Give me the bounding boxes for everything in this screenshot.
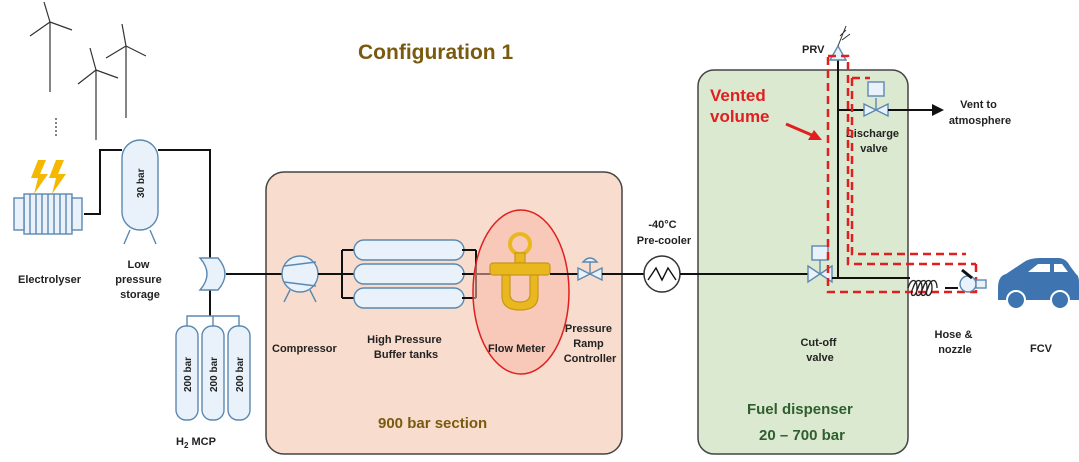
vented-volume-label: Vented volume — [710, 86, 770, 126]
discharge-valve-icon — [863, 81, 889, 118]
pressure-ramp-label: Pressure Ramp Controller — [564, 323, 617, 365]
mcp-cyl-2-label: 200 bar — [209, 357, 220, 392]
mcp-cylinders-icon — [175, 315, 251, 421]
electrolyser-label: Electrolyser — [18, 274, 82, 286]
cutoff-valve-label: Cut-off valve — [800, 337, 839, 364]
fcv-label: FCV — [1030, 343, 1053, 355]
compressor-label: Compressor — [272, 343, 338, 355]
nozzle-icon — [959, 268, 987, 293]
precooler-label: -40°C Pre-cooler — [637, 219, 692, 247]
section-900-bar-box — [265, 171, 623, 455]
lightning-icon — [31, 160, 66, 194]
discharge-valve-label: Discharge valve — [846, 128, 902, 155]
buffer-tanks-label: High Pressure Buffer tanks — [367, 334, 445, 361]
flow-meter-label: Flow Meter — [488, 343, 546, 355]
pressure-ramp-valve-icon — [577, 257, 603, 282]
flow-meter-highlight — [472, 209, 570, 375]
precooler-icon — [643, 255, 681, 293]
mcp-cyl-1-label: 200 bar — [183, 357, 194, 392]
flow-meter-icon — [489, 232, 551, 311]
diagram-title: Configuration 1 — [358, 41, 513, 64]
electrolyser-icon — [13, 193, 83, 235]
check-valve-icon — [198, 257, 226, 291]
fuel-dispenser-label: Fuel dispenser 20 – 700 bar — [747, 401, 857, 444]
low-pressure-tank-icon — [121, 139, 159, 245]
section-900-label: 900 bar section — [378, 415, 487, 432]
low-pressure-storage-label: Low pressure storage — [115, 259, 165, 301]
mcp-label: H2 MCP — [176, 436, 216, 450]
prv-label: PRV — [802, 44, 825, 56]
vent-to-atmosphere-label: Vent to atmosphere — [949, 99, 1011, 127]
hose-icon — [907, 279, 938, 297]
vented-volume-arrowhead — [808, 130, 822, 140]
cutoff-valve-icon — [807, 245, 833, 284]
wind-turbines-icon — [29, 1, 147, 140]
mcp-cyl-3-label: 200 bar — [235, 357, 246, 392]
vented-volume-outline — [826, 54, 978, 294]
fuel-dispenser-box — [697, 69, 909, 455]
hose-nozzle-label: Hose & nozzle — [935, 329, 976, 356]
buffer-tanks-icon — [353, 239, 465, 309]
compressor-icon — [281, 255, 319, 303]
vented-volume-arrow — [785, 122, 815, 138]
fcv-car-icon — [998, 258, 1079, 310]
lp-tank-pressure: 30 bar — [136, 168, 147, 198]
vent-arrow-icon — [932, 104, 944, 116]
